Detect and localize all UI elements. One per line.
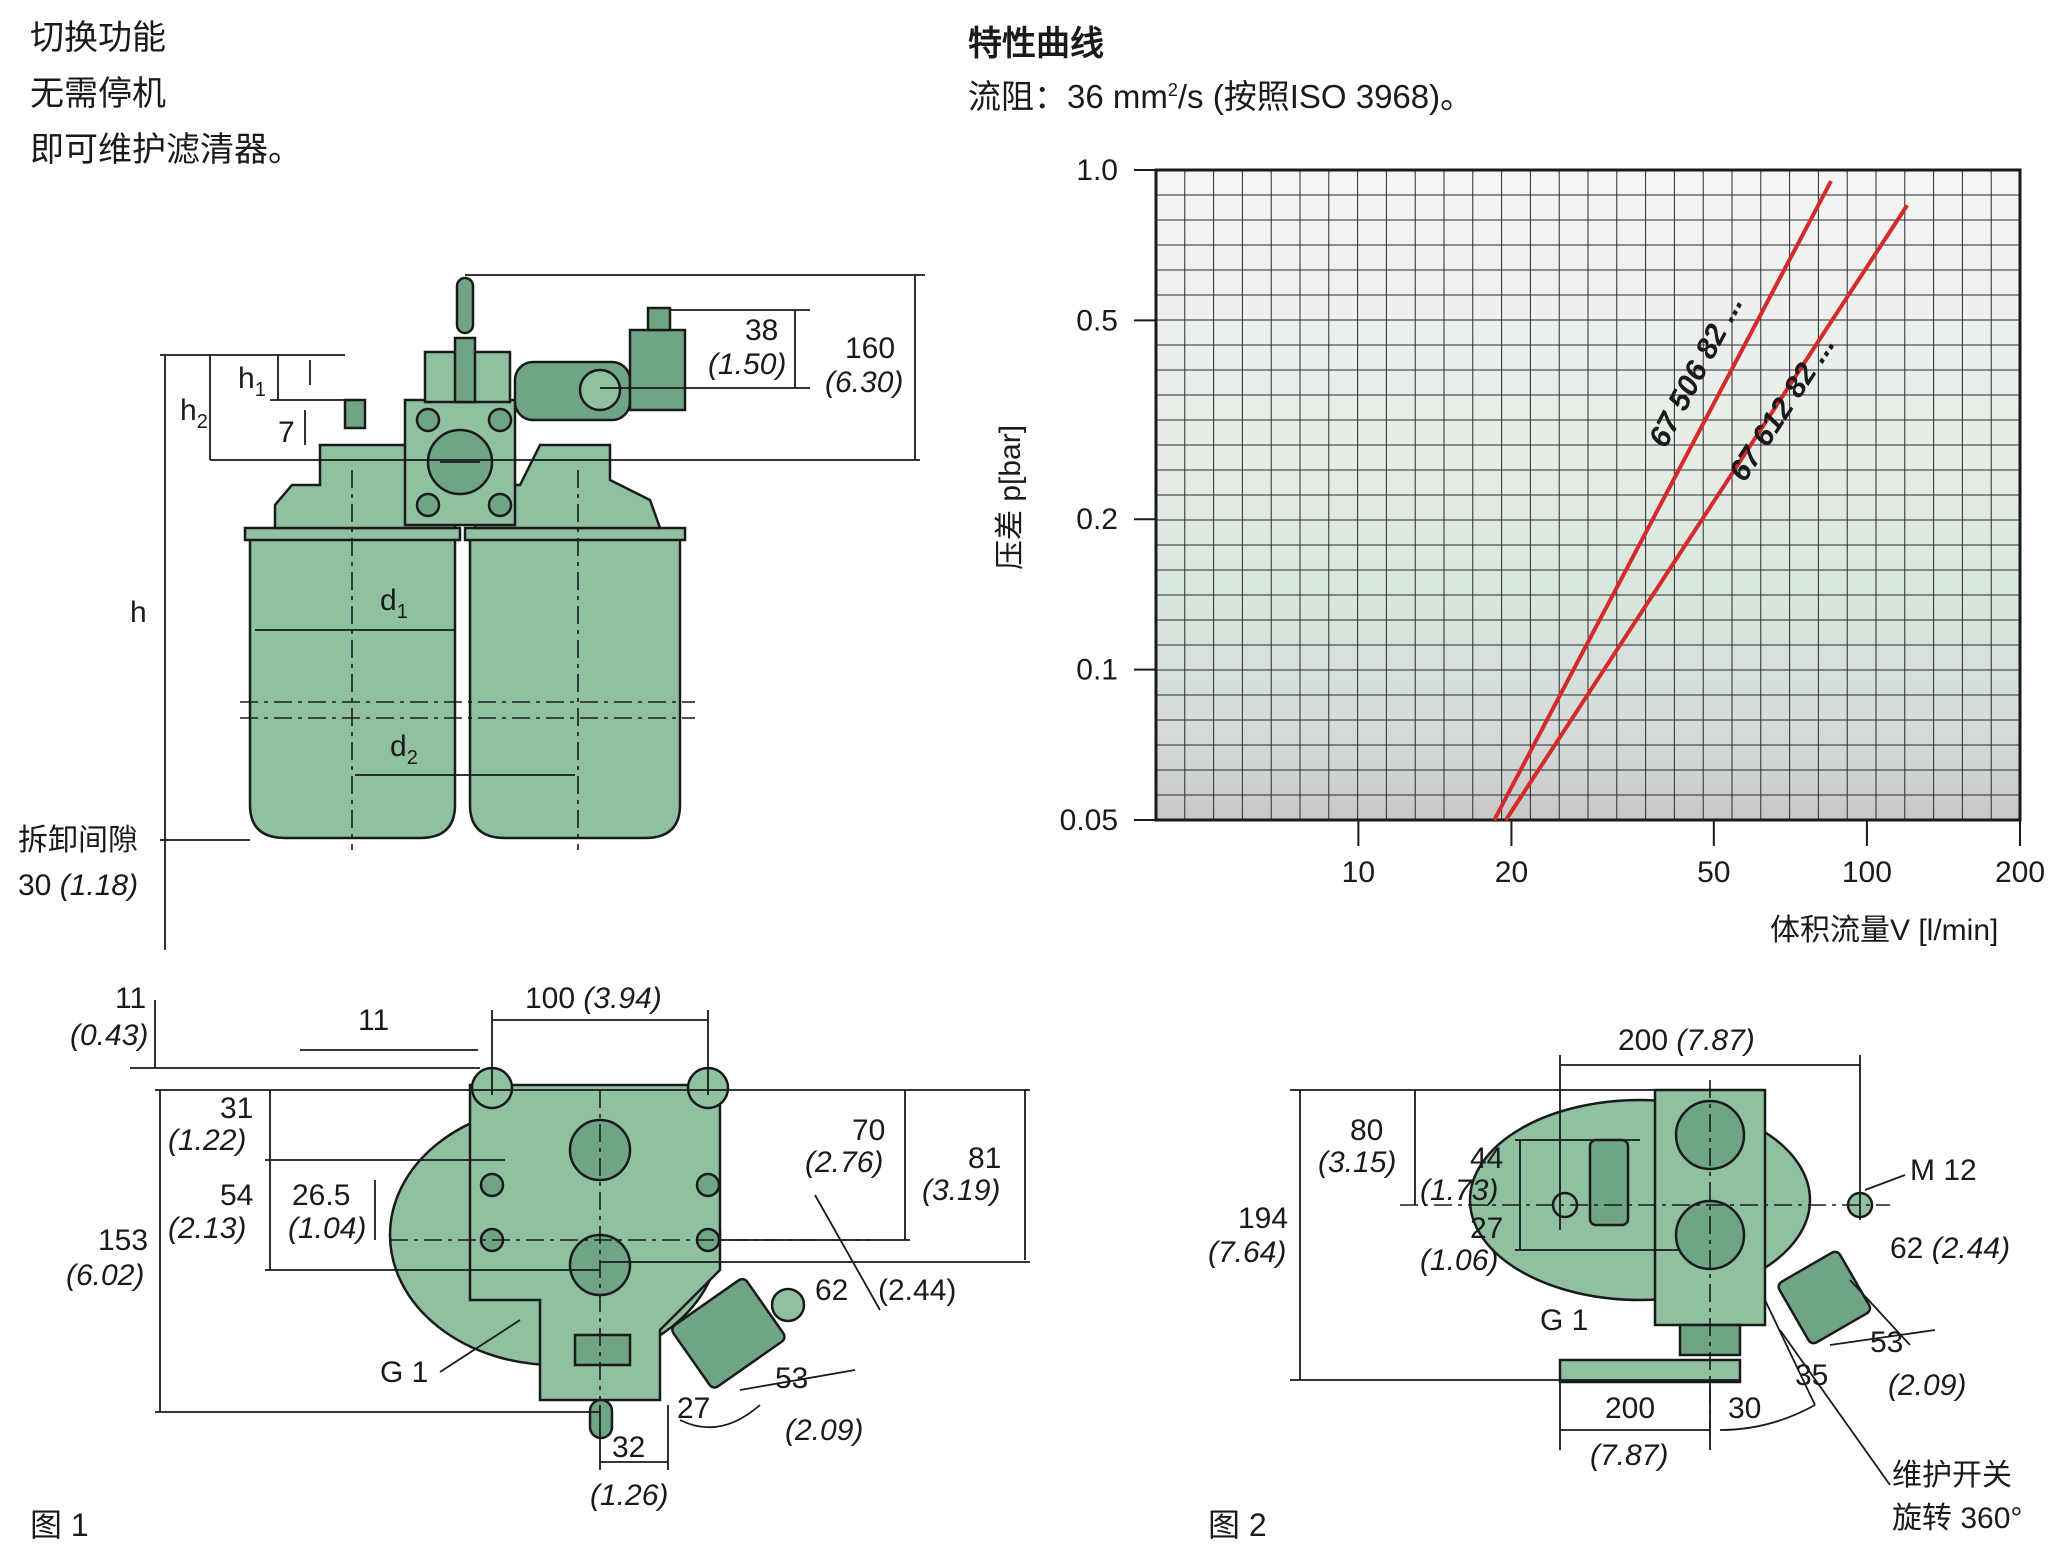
x-tick-label: 20 [1495, 856, 1528, 889]
plot-grid [1156, 170, 2020, 820]
y-ticks: 1.0 0.5 0.2 0.1 0.05 [1060, 154, 1156, 837]
fig2-dim-80-inch: (3.15) [1318, 1146, 1396, 1179]
fig2-dim-53: 53 [1870, 1326, 1903, 1359]
switch-lever [455, 276, 475, 335]
label-7: 7 [278, 416, 295, 449]
fig2-thread: M 12 [1910, 1154, 1977, 1187]
subtitle-post: /s (按照ISO 3968)。 [1177, 78, 1474, 115]
dim-32: 32 [612, 1431, 645, 1464]
top-view-indicator [671, 1277, 786, 1389]
dim-53: 53 [775, 1362, 808, 1395]
x-tick-label: 100 [1842, 856, 1892, 889]
dim-81-inch: (3.19) [922, 1174, 1000, 1207]
figure-2-label: 图 2 [1208, 1507, 1267, 1543]
fig2-lever [1558, 1358, 1742, 1384]
switch-label-1: 维护开关 [1892, 1459, 2012, 1492]
dim-70: 70 [852, 1114, 885, 1147]
fig2-dim-27: 27 [1470, 1212, 1503, 1245]
y-tick-label: 0.05 [1060, 804, 1118, 837]
figure-1-label: 图 1 [30, 1507, 89, 1543]
indicator-plug [628, 328, 687, 412]
dim-32-inch: (1.26) [590, 1479, 668, 1512]
label-d2: d2 [390, 730, 418, 769]
x-tick-label: 200 [1995, 856, 2045, 889]
section-title: 特性曲线 [968, 25, 1104, 63]
x-axis-label: 体积流量V [l/min] [1770, 914, 1998, 947]
lever-shaft [453, 336, 477, 404]
fig2-indicator [1777, 1250, 1872, 1345]
dim-11-b: 11 [358, 1004, 389, 1037]
label-h1: h1 [238, 362, 266, 401]
dim-26-5-inch: (1.04) [288, 1212, 366, 1245]
dim-27: 27 [677, 1392, 710, 1425]
dim-153-inch: (6.02) [66, 1259, 144, 1292]
dim-70-inch: (2.76) [805, 1146, 883, 1179]
subtitle-pre: 流阻：36 mm [968, 78, 1168, 115]
x-ticks: 10 20 50 100 200 [1342, 820, 2045, 889]
intro-line-2: 无需停机 [30, 75, 166, 113]
fig2-dimensions [1290, 1055, 1936, 1486]
dim-31: 31 [220, 1092, 253, 1125]
fig2-dim-44-inch: (1.73) [1420, 1174, 1498, 1207]
dim-38-inch: (1.50) [708, 348, 786, 381]
clearance-label: 拆卸间隙 [18, 824, 138, 857]
dim-11-a-inch: (0.43) [70, 1019, 148, 1052]
intro-line-3: 即可维护滤清器。 [30, 131, 302, 169]
label-d1: d1 [380, 584, 408, 623]
dim-62-inch: (2.44) [878, 1274, 956, 1307]
dim-153: 153 [98, 1224, 148, 1257]
fig2-dim-27-inch: (1.06) [1420, 1244, 1498, 1277]
switch-label-2: 旋转 360° [1892, 1502, 2022, 1535]
x-tick-label: 10 [1342, 856, 1375, 889]
subtitle-sup: 2 [1167, 80, 1178, 100]
fig2-port-label: G 1 [1540, 1304, 1588, 1337]
intro-line-1: 切换功能 [30, 19, 166, 57]
section-subtitle: 流阻：36 mm2/s (按照ISO 3968)。 [968, 70, 1473, 118]
filter-side-view [240, 276, 695, 850]
dim-11-a: 11 [115, 982, 146, 1015]
dim-54-inch: (2.13) [168, 1212, 246, 1245]
dim-160-inch: (6.30) [825, 366, 903, 399]
fig2-dim-30: 30 [1728, 1392, 1761, 1425]
fig2-dim-200-bot: 200 [1605, 1392, 1655, 1425]
dim-31-inch: (1.22) [168, 1124, 246, 1157]
dim-81: 81 [968, 1142, 1001, 1175]
clearance-value: 30 (1.18) [18, 869, 138, 902]
right-bowl [468, 533, 682, 840]
dim-53-inch: (2.09) [785, 1414, 863, 1447]
dim-26-5: 26.5 [292, 1179, 350, 1212]
fig2-dim-200-bot-inch: (7.87) [1590, 1439, 1668, 1472]
y-tick-label: 0.5 [1076, 304, 1118, 337]
dim-160: 160 [845, 332, 895, 365]
fig2-dim-35: 35 [1795, 1359, 1828, 1392]
y-tick-label: 1.0 [1076, 154, 1118, 187]
fig2-dim-200-top: 200 (7.87) [1618, 1024, 1755, 1057]
port-label: G 1 [380, 1356, 428, 1389]
label-h2: h2 [180, 394, 208, 433]
dim-62: 62 [815, 1274, 848, 1307]
y-tick-label: 0.1 [1076, 654, 1118, 687]
label-h: h [130, 596, 147, 629]
dim-54: 54 [220, 1179, 253, 1212]
fig2-dim-194: 194 [1238, 1202, 1288, 1235]
series-line [1504, 204, 1909, 822]
x-tick-label: 50 [1697, 856, 1730, 889]
fig2-dim-44: 44 [1470, 1142, 1503, 1175]
top-view-lever [588, 1398, 614, 1440]
dim-100: 100 (3.94) [525, 982, 662, 1015]
fig2-dim-80: 80 [1350, 1114, 1383, 1147]
side-view-dimensions [160, 274, 925, 950]
filter-top-view [388, 1066, 870, 1440]
fig2-dim-53-inch: (2.09) [1888, 1369, 1966, 1402]
fig2-dim-62: 62 (2.44) [1890, 1232, 2010, 1265]
series-line [1492, 180, 1833, 821]
y-axis-label: 压差 p[bar] [994, 425, 1027, 570]
top-view-dimensions [130, 1000, 1030, 1470]
y-tick-label: 0.2 [1076, 503, 1118, 536]
dim-38: 38 [745, 314, 778, 347]
fig2-dim-194-inch: (7.64) [1208, 1236, 1286, 1269]
